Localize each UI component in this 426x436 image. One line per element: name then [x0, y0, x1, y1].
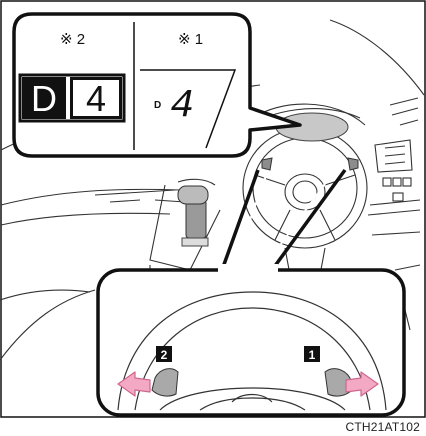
meter-gear-letter: D — [154, 100, 161, 111]
right-paddle-label: 1 — [309, 348, 316, 362]
digital-gear-number: 4 — [86, 78, 106, 119]
right-paddle-small — [348, 158, 358, 170]
digital-gear-letter: D — [31, 78, 57, 119]
meter-gear-number: 4 — [170, 84, 194, 129]
note-mark-2: ※ 2 — [60, 31, 85, 48]
left-paddle-label: 2 — [161, 348, 168, 362]
note-mark-1: ※ 1 — [178, 31, 203, 48]
left-paddle-small — [262, 158, 272, 170]
figure-caption: CTH21AT102 — [346, 420, 420, 434]
